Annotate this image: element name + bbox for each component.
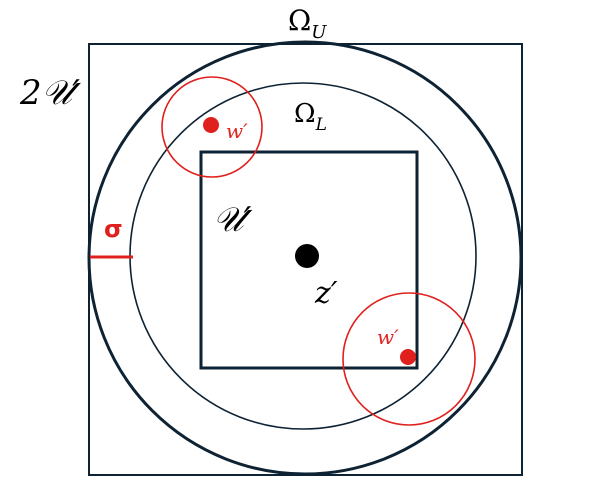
inner-square <box>199 150 419 370</box>
w-prime-bottom-point <box>400 349 416 365</box>
omega-u-circle <box>87 40 523 476</box>
z-prime-point <box>295 244 319 268</box>
u-prime-label: 𝒰′ <box>213 200 253 240</box>
w-prime-bottom-label: w′ <box>377 325 399 349</box>
omega-u-label: ΩU <box>288 4 327 43</box>
z-prime-label: z′ <box>314 276 338 311</box>
w-prime-top-point <box>203 117 219 133</box>
omega-l-label: ΩL <box>294 99 327 135</box>
w-prime-bottom-neighborhood <box>342 292 476 426</box>
w-prime-top-neighborhood <box>161 76 263 178</box>
two-u-prime-label: 2𝒰′ <box>19 73 82 113</box>
sigma-label: σ <box>104 215 123 243</box>
w-prime-top-label: w′ <box>226 119 248 143</box>
